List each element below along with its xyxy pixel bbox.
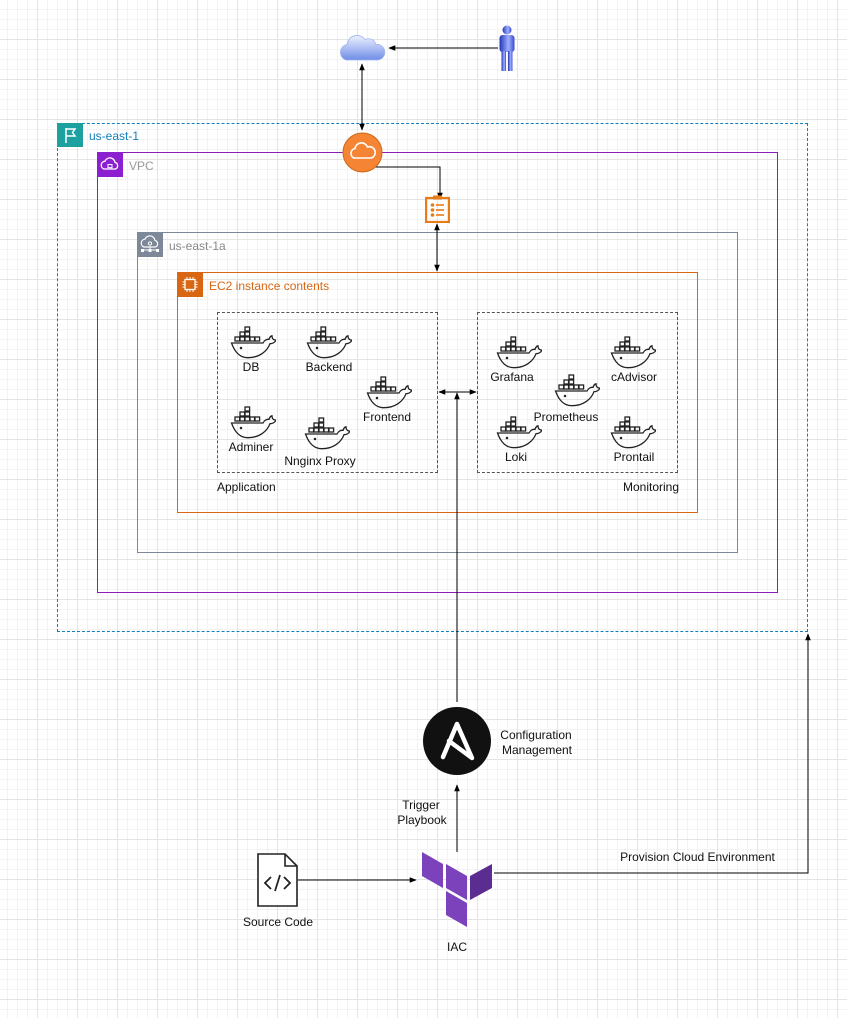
config-label-line1: Configuration — [500, 728, 572, 742]
region-group — [57, 123, 808, 632]
az-label: us-east-1a — [169, 239, 226, 253]
availability-zone-icon — [137, 232, 163, 257]
internet-cloud-icon — [336, 31, 388, 70]
nginx-container-label: Nnginx Proxy — [284, 454, 356, 468]
region-label: us-east-1 — [89, 129, 140, 143]
docker-icon — [554, 373, 600, 412]
vpc-label: VPC — [129, 159, 154, 173]
docker-icon — [496, 415, 542, 454]
trigger-label-line1: Trigger — [402, 798, 440, 812]
source-code-label: Source Code — [242, 915, 314, 929]
config-label-line2: Management — [501, 743, 573, 757]
docker-icon — [496, 335, 542, 374]
source-code-icon — [256, 852, 299, 913]
monitoring-label: Monitoring — [622, 480, 680, 494]
ansible-icon — [422, 706, 492, 781]
application-group — [217, 312, 438, 473]
user-icon — [496, 24, 518, 77]
load-balancer-icon — [424, 195, 451, 228]
application-label: Application — [217, 480, 276, 494]
adminer-container-label: Adminer — [228, 440, 274, 454]
provision-label: Provision Cloud Environment — [620, 850, 775, 864]
loki-container-label: Loki — [504, 450, 527, 464]
vpc-icon — [97, 152, 123, 177]
vpc-group — [97, 152, 778, 593]
ec2-icon — [177, 272, 203, 297]
internet-gateway-icon — [342, 132, 383, 178]
backend-container-label: Backend — [305, 360, 353, 374]
gateway-to-lb-arrow — [370, 166, 443, 200]
promtail-container-label: Prontail — [613, 450, 655, 464]
cadvisor-container-label: cAdvisor — [610, 370, 657, 384]
grafana-container-label: Grafana — [490, 370, 534, 384]
ec2-group — [177, 272, 698, 513]
frontend-container-label: Frontend — [362, 410, 412, 424]
monitoring-group — [477, 312, 678, 473]
iac-label: IAC — [446, 940, 467, 954]
trigger-label-line2: Playbook — [397, 813, 447, 827]
docker-icon — [304, 416, 350, 455]
ec2-label: EC2 instance contents — [209, 279, 330, 293]
docker-icon — [610, 335, 656, 374]
docker-icon — [610, 415, 656, 454]
docker-icon — [230, 405, 276, 444]
docker-icon — [306, 325, 352, 364]
terraform-to-region-arrow — [494, 633, 811, 874]
docker-icon — [230, 325, 276, 364]
prometheus-container-label: Prometheus — [533, 410, 599, 424]
region-flag-icon — [57, 123, 83, 147]
terraform-icon — [421, 852, 493, 937]
db-container-label: DB — [242, 360, 260, 374]
docker-icon — [366, 375, 412, 414]
